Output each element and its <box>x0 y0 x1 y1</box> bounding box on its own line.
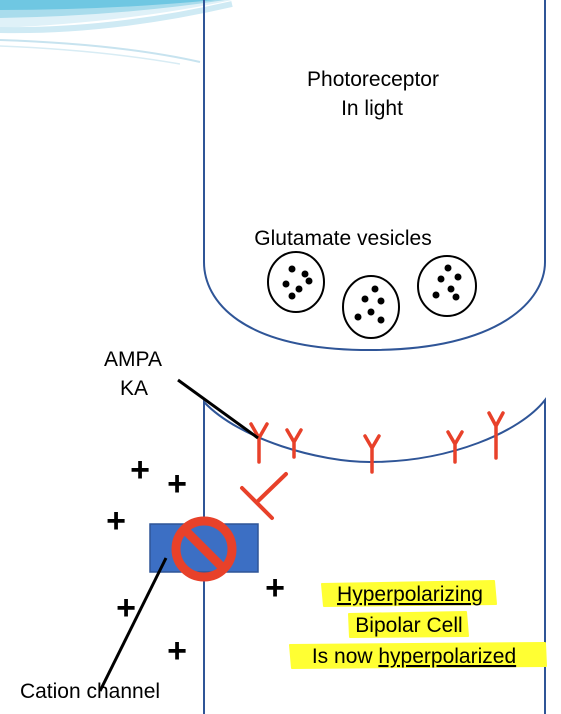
cation-charge: + <box>130 451 150 489</box>
channel-label: Cation channel <box>20 680 160 703</box>
glutamate-receptor <box>487 411 505 460</box>
glutamate-receptor <box>285 428 303 459</box>
glutamate-receptor <box>363 434 381 474</box>
bipolar-state-prefix: Is now <box>312 645 379 668</box>
cation-charge: + <box>106 502 126 540</box>
bipolar-state-label: Is now hyperpolarized <box>312 645 516 668</box>
glutamate-vesicle <box>267 251 325 313</box>
glutamate-receptor <box>446 430 464 464</box>
receptor-label: AMPA <box>104 348 162 371</box>
cation-charge: + <box>265 569 285 607</box>
photoreceptor-outline <box>203 0 546 352</box>
cation-charge: + <box>167 632 187 670</box>
bipolar-state-emphasis: hyperpolarized <box>378 645 516 668</box>
cation-charge: + <box>167 465 187 503</box>
receptor-subtype-label: KA <box>120 377 148 400</box>
decorative-banner <box>0 0 233 65</box>
bipolar-highlight <box>289 580 547 669</box>
glutamate-receptor <box>249 422 269 464</box>
cation-charge: + <box>116 589 136 627</box>
glutamate-vesicle <box>417 255 477 317</box>
inhibition-arrow <box>240 472 288 520</box>
vesicles-label: Glutamate vesicles <box>254 227 431 250</box>
bipolar-cell-label: Bipolar Cell <box>355 614 462 637</box>
glutamate-vesicle <box>342 275 400 339</box>
photoreceptor-label: Photoreceptor <box>307 68 439 91</box>
channel-pointer-line <box>98 557 168 692</box>
bipolar-type-label: Hyperpolarizing <box>337 583 483 606</box>
bipolar-cell-outline <box>203 397 546 714</box>
receptor-pointer-line <box>177 378 259 440</box>
photoreceptor-state-label: In light <box>341 97 403 120</box>
blocked-icon <box>171 516 237 582</box>
cation-channel <box>149 523 259 573</box>
